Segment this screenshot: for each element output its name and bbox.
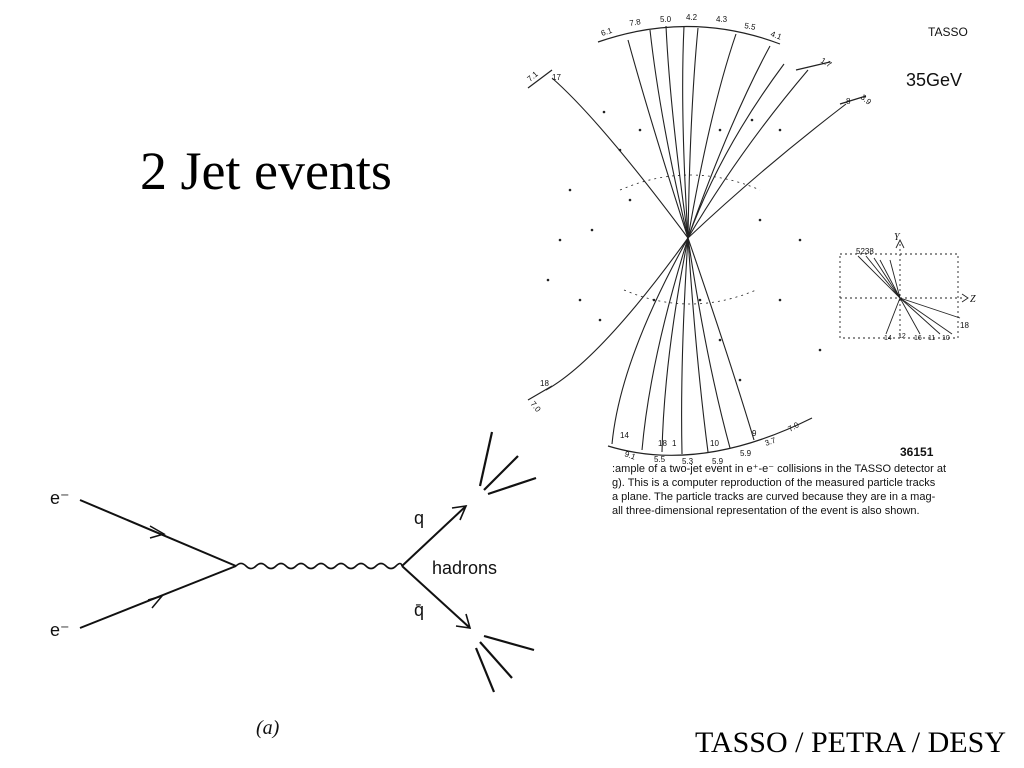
outgoing-antiquark-arrow bbox=[455, 613, 472, 629]
right-scale-tick bbox=[795, 61, 831, 71]
left-scale-arc bbox=[527, 69, 553, 89]
incoming-electron-top bbox=[79, 499, 237, 567]
inner-arc bbox=[619, 174, 761, 191]
energy-label: 35GeV bbox=[906, 70, 962, 90]
side-scale-labels: 1.7 3.9 8 7.1 17 18 7.0 bbox=[526, 56, 874, 414]
outgoing-quark bbox=[401, 505, 467, 567]
right-scale-label: 8 bbox=[846, 97, 851, 106]
caption-line: a plane. The particle tracks are curved … bbox=[612, 491, 936, 503]
label-quark: q bbox=[414, 508, 424, 528]
top-scale-labels: 6.1 7.8 5.0 4.2 4.3 5.5 4.1 bbox=[600, 13, 784, 42]
hit-dots bbox=[546, 110, 822, 382]
outgoing-quark-arrow bbox=[451, 505, 468, 521]
inner-arc-lower bbox=[623, 289, 757, 305]
bottom-scale-label: 3.7 bbox=[764, 435, 778, 447]
caption-line: :ample of a two-jet event in e⁺-e⁻ colli… bbox=[612, 463, 947, 475]
bottom-scale-label: 5.3 bbox=[682, 457, 694, 466]
inset-bottom-label: 16 bbox=[914, 335, 922, 342]
footer-credit: TASSO / PETRA / DESY bbox=[695, 726, 1006, 759]
bottom-scale-label: 9.1 bbox=[623, 449, 637, 461]
bottom-scale-label: 5.9 bbox=[740, 449, 752, 458]
inset-right-label: 18 bbox=[960, 321, 969, 330]
top-scale-label: 5.0 bbox=[660, 15, 672, 24]
top-scale-label: 4.3 bbox=[716, 15, 728, 24]
caption-line: all three-dimensional representation of … bbox=[612, 505, 920, 517]
caption-line: g). This is a computer reproduction of t… bbox=[612, 477, 936, 489]
inset-z-arrow bbox=[961, 293, 969, 303]
label-panel: (a) bbox=[256, 717, 280, 739]
inset-y-arrow bbox=[895, 238, 905, 249]
label-electron-top: e⁻ bbox=[50, 488, 70, 508]
hadron-jet-bottom bbox=[474, 634, 535, 693]
bottom-scale-label: 10 bbox=[710, 439, 719, 448]
bottom-scale-label: 18 bbox=[658, 439, 667, 448]
feynman-labels: e⁻ e⁻ q q̄ hadrons (a) bbox=[50, 488, 497, 739]
bottom-scale-label: 14 bbox=[620, 431, 629, 440]
feynman-diagram bbox=[79, 431, 537, 693]
top-scale-label: 7.8 bbox=[629, 17, 642, 28]
inset-tracks bbox=[857, 255, 961, 335]
bottom-scale-label: 5.9 bbox=[712, 457, 724, 466]
left-scale-label: 7.1 bbox=[526, 69, 541, 83]
detector-label: TASSO bbox=[928, 25, 968, 39]
bottom-scale-label: 1 bbox=[672, 439, 677, 448]
top-scale-label: 4.2 bbox=[686, 13, 698, 22]
right-scale-label: 1.7 bbox=[819, 56, 834, 70]
outgoing-antiquark bbox=[401, 565, 471, 629]
top-scale-label: 6.1 bbox=[600, 26, 614, 38]
inset-y-label: Y bbox=[894, 232, 901, 243]
inset-top-label: 5238 bbox=[856, 247, 874, 256]
inset-labels: Y Z 5238 18 14 12 16 11 10 bbox=[856, 232, 976, 342]
inset-view bbox=[839, 238, 969, 339]
lower-jet-tracks bbox=[545, 237, 755, 455]
top-scale-label: 4.1 bbox=[769, 29, 783, 41]
inset-frame bbox=[839, 253, 959, 339]
event-number: 36151 bbox=[900, 445, 934, 459]
inset-bottom-label: 12 bbox=[898, 333, 906, 340]
incoming-electron-bottom-arrow bbox=[147, 594, 165, 609]
bottom-scale-arc bbox=[607, 417, 813, 456]
top-scale-label: 5.5 bbox=[744, 21, 757, 32]
bottom-scale-label: 5.5 bbox=[654, 455, 666, 464]
virtual-photon-wavy bbox=[235, 562, 403, 570]
left-scale-label: 17 bbox=[552, 73, 561, 82]
inset-bottom-label: 10 bbox=[942, 335, 950, 342]
upper-jet-tracks bbox=[551, 25, 847, 239]
left-scale-label: 18 bbox=[540, 379, 549, 388]
label-antiquark: q̄ bbox=[414, 600, 424, 620]
inset-z-label: Z bbox=[970, 294, 976, 305]
bottom-scale-labels: 14 9.1 18 1 5.5 5.3 10 5.9 5.9 9 3.7 7.0 bbox=[620, 420, 801, 466]
incoming-electron-top-arrow bbox=[149, 525, 166, 539]
figure-caption: :ample of a two-jet event in e⁺-e⁻ colli… bbox=[612, 462, 1012, 518]
left-scale-label: 7.0 bbox=[528, 400, 542, 415]
bottom-scale-label: 9 bbox=[752, 429, 757, 438]
slide-title: 2 Jet events bbox=[140, 141, 392, 201]
bottom-scale-label: 7.0 bbox=[787, 420, 802, 434]
inset-bottom-label: 14 bbox=[884, 335, 892, 342]
event-display bbox=[527, 25, 867, 456]
right-scale-label: 3.9 bbox=[859, 93, 874, 107]
right-scale-tick-2 bbox=[839, 95, 867, 105]
label-electron-bottom: e⁻ bbox=[50, 620, 70, 640]
top-scale-arc bbox=[597, 25, 781, 45]
inset-bottom-label: 11 bbox=[928, 335, 935, 342]
label-hadrons: hadrons bbox=[432, 558, 497, 578]
hadron-jet-top bbox=[478, 431, 537, 496]
